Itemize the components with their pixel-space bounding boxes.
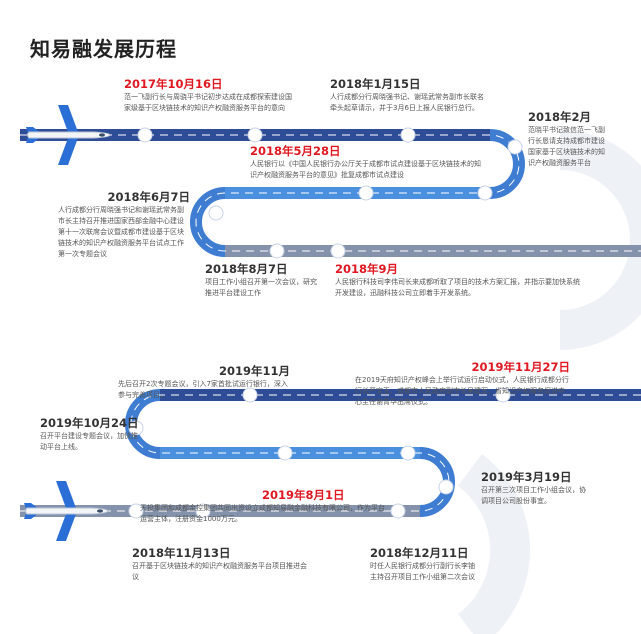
milestone-dot (248, 128, 262, 142)
airplane-icon (24, 481, 108, 541)
event-date: 2018年11月13日 (132, 546, 312, 560)
event-2018-01-15: 2018年1月15日 人行成都分行周晓强书记、谢瑶武常务副市长联名牵头起草请示，… (330, 77, 490, 114)
event-2019-11-27: 2019年11月27日 在2019天府知识产权峰会上举行试运行启动仪式，人民银行… (355, 360, 570, 408)
milestone-dot (270, 244, 284, 258)
event-date: 2019年11月 (118, 364, 290, 378)
event-description: 人行成都分行周晓强书记、谢瑶武常务副市长联名牵头起草请示，并于3月6日上报人民银… (330, 92, 490, 114)
event-date: 2018年8月7日 (205, 262, 317, 276)
event-date: 2018年1月15日 (330, 77, 490, 91)
event-description: 召开第三次项目工作小组会议，协调项目公司股份事宜。 (481, 485, 587, 507)
event-2019-11: 2019年11月 先后召开2次专题会议，引入7家首批试运行银行，深入参与完善项目… (118, 364, 290, 401)
event-date: 2019年8月1日 (140, 488, 388, 502)
event-2017-10-16: 2017年10月16日 范一飞副行长与周骁平书记初步达成在成都探索建设国家级基于… (124, 77, 294, 114)
milestone-dot (209, 206, 223, 220)
event-date: 2018年6月7日 (58, 190, 190, 204)
event-description: 召开基于区块链技术的知识产权融资服务平台项目推进会议 (132, 561, 312, 583)
event-date: 2017年10月16日 (124, 77, 294, 91)
milestone-dot (359, 186, 373, 200)
event-description: 天投集团和成都金控集团共同出资设立成都知易融金融科技有限公司，作为平台运营主体，… (140, 503, 388, 525)
milestone-dot (439, 480, 453, 494)
event-2018-05-28: 2018年5月28日 人民银行以《中国人民银行办公厅关于成都市试点建设基于区块链… (250, 144, 482, 181)
milestone-dot (508, 140, 522, 154)
event-2018-11-13: 2018年11月13日 召开基于区块链技术的知识产权融资服务平台项目推进会议 (132, 546, 312, 583)
milestone-dot (478, 186, 492, 200)
event-description: 人民银行科技司李伟司长来成都听取了项目的技术方案汇报，并指示要加快系统开发建设，… (335, 277, 585, 299)
event-date: 2018年12月11日 (370, 546, 480, 560)
milestone-dot (401, 128, 415, 142)
event-2019-10-24: 2019年10月24日 召开平台建设专题会议，加快推动平台上线。 (40, 416, 140, 453)
airplane-icon (26, 105, 110, 165)
event-2018-12-11: 2018年12月11日 时任人民银行成都分行副行长李铀主持召开项目工作小组第二次… (370, 546, 480, 583)
milestone-dot (278, 446, 292, 460)
event-description: 人行成都分行周晓强书记和谢瑶武常务副市长主持召开推进国家西部金融中心建设第十一次… (58, 205, 190, 260)
event-2018-09: 2018年9月 人民银行科技司李伟司长来成都听取了项目的技术方案汇报，并指示要加… (335, 262, 585, 299)
milestone-dot (138, 128, 152, 142)
event-date: 2018年9月 (335, 262, 585, 276)
event-description: 在2019天府知识产权峰会上举行试运行启动仪式，人民银行成都分行行长严宝玉、成都… (355, 375, 570, 408)
event-2018-06-07: 2018年6月7日 人行成都分行周晓强书记和谢瑶武常务副市长主持召开推进国家西部… (58, 190, 190, 260)
event-2018-08-07: 2018年8月7日 项目工作小组召开第一次会议，研究推进平台建设工作 (205, 262, 317, 299)
event-date: 2018年2月 (528, 110, 606, 124)
event-description: 项目工作小组召开第一次会议，研究推进平台建设工作 (205, 277, 317, 299)
event-2018-02: 2018年2月 范晓平书记致信范一飞副行长恳请支持成都市建设国家基于区块链技术的… (528, 110, 606, 169)
milestone-dot (331, 244, 345, 258)
event-description: 召开平台建设专题会议，加快推动平台上线。 (40, 431, 140, 453)
event-description: 范晓平书记致信范一飞副行长恳请支持成都市建设国家基于区块链技术的知识产权融资服务… (528, 125, 606, 169)
milestone-dot (401, 446, 415, 460)
event-description: 范一飞副行长与周骁平书记初步达成在成都探索建设国家级基于区块链技术的知识产权融资… (124, 92, 294, 114)
event-description: 时任人民银行成都分行副行长李铀主持召开项目工作小组第二次会议 (370, 561, 480, 583)
milestone-dot (391, 504, 405, 518)
event-date: 2019年11月27日 (355, 360, 570, 374)
event-date: 2019年10月24日 (40, 416, 140, 430)
event-2019-03-19: 2019年3月19日 召开第三次项目工作小组会议，协调项目公司股份事宜。 (481, 470, 587, 507)
event-description: 先后召开2次专题会议，引入7家首批试运行银行，深入参与完善项目。 (118, 379, 290, 401)
event-2019-08-01: 2019年8月1日 天投集团和成都金控集团共同出资设立成都知易融金融科技有限公司… (140, 488, 388, 525)
event-date: 2018年5月28日 (250, 144, 482, 158)
event-date: 2019年3月19日 (481, 470, 587, 484)
event-description: 人民银行以《中国人民银行办公厅关于成都市试点建设基于区块链技术的知识产权融资服务… (250, 159, 482, 181)
